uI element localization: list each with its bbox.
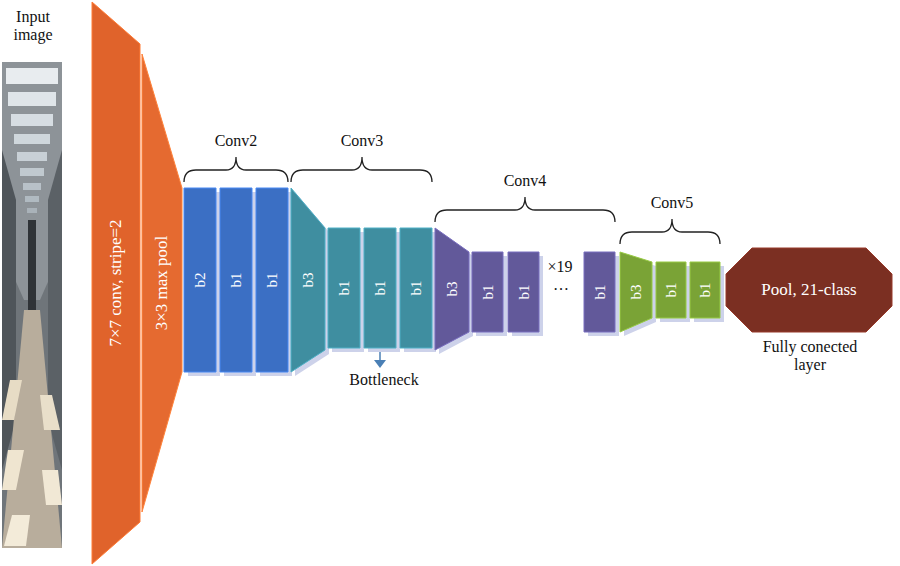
- residual-block: b1: [690, 262, 720, 318]
- block-fill: [620, 252, 652, 332]
- block-label: b1: [336, 281, 353, 296]
- block-label: b1: [264, 273, 281, 288]
- block-fill: [220, 188, 252, 372]
- block-label: 7×7 conv, stripe=2: [107, 219, 126, 346]
- residual-block: b3: [435, 228, 469, 350]
- ellipsis: …: [543, 276, 579, 294]
- residual-block: b1: [508, 252, 539, 332]
- block-fill: [584, 252, 615, 332]
- block-label: Pool, 21-class: [761, 281, 856, 300]
- conv-layer: 7×7 conv, stripe=2: [92, 2, 140, 564]
- block-fill: [656, 262, 686, 318]
- block-label: b2: [192, 273, 209, 288]
- block-label: b1: [591, 285, 608, 300]
- group-label: Conv3: [322, 132, 402, 150]
- residual-block: b1: [364, 228, 396, 348]
- block-fill: [726, 248, 892, 332]
- residual-block: b1: [584, 252, 615, 332]
- block-fill: [690, 262, 720, 318]
- repeat-count: ×19: [542, 258, 578, 276]
- block-fill: [184, 188, 216, 372]
- block-fill: [435, 228, 469, 350]
- pool-layer: 3×3 max pool: [142, 54, 182, 512]
- block-label: b1: [228, 273, 245, 288]
- block-label: b1: [479, 285, 496, 300]
- block-label: b1: [663, 283, 680, 298]
- group-bracket: [291, 157, 432, 182]
- block-fill: [142, 54, 182, 512]
- block-label: b3: [444, 282, 461, 297]
- block-fill: [364, 228, 396, 348]
- block-label: b1: [515, 285, 532, 300]
- pointer-arrow: [374, 352, 386, 368]
- block-fill: [256, 188, 288, 372]
- block-label: b3: [300, 273, 317, 288]
- residual-block: b1: [472, 252, 503, 332]
- residual-block: b1: [220, 188, 252, 372]
- group-bracket: [184, 157, 288, 182]
- group-bracket: [620, 219, 720, 244]
- input-label: Input image: [5, 8, 61, 45]
- fc-layer: Pool, 21-class: [726, 248, 892, 332]
- block-label: b1: [372, 281, 389, 296]
- block-label: 3×3 max pool: [153, 236, 172, 331]
- block-fill: [400, 228, 432, 348]
- residual-block: b1: [656, 262, 686, 318]
- residual-block: b3: [620, 252, 652, 332]
- callout-label: Bottleneck: [329, 371, 439, 389]
- group-label: Conv5: [632, 194, 712, 212]
- block-label: b1: [697, 283, 714, 298]
- residual-block: b2: [184, 188, 216, 372]
- residual-block: b1: [256, 188, 288, 372]
- block-fill: [291, 188, 325, 372]
- caption-label: Fully conected layer: [749, 338, 871, 375]
- block-fill: [472, 252, 503, 332]
- group-label: Conv2: [196, 132, 276, 150]
- block-fill: [328, 228, 360, 348]
- group-bracket: [435, 197, 615, 222]
- residual-block: b1: [328, 228, 360, 348]
- residual-block: b1: [400, 228, 432, 348]
- block-label: b3: [628, 285, 645, 300]
- group-label: Conv4: [485, 172, 565, 190]
- residual-block: b3: [291, 188, 325, 372]
- input-photo: [2, 62, 62, 548]
- block-fill: [508, 252, 539, 332]
- block-fill: [92, 2, 140, 564]
- block-label: b1: [408, 281, 425, 296]
